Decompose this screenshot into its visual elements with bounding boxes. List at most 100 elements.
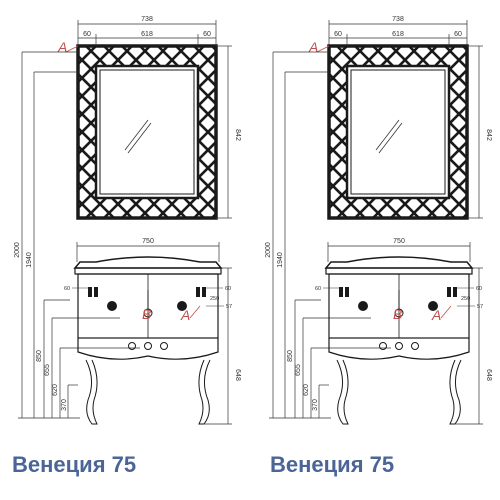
- lattice-bar: [103, 46, 216, 218]
- dim-height-2000: 2000: [265, 242, 272, 258]
- mirror-frame-inner: [94, 64, 200, 200]
- dim-mirror-side-right: 60: [203, 31, 211, 38]
- mirror-glass: [350, 69, 446, 195]
- dim-height-2000: 2000: [14, 242, 21, 258]
- lattice-bar: [372, 46, 467, 218]
- vanity-cabinet: 750: [315, 238, 483, 425]
- lattice-bar: [329, 46, 366, 218]
- mirror-glass: [99, 69, 195, 195]
- marker-a-cabinet: A: [431, 307, 441, 323]
- dim-height-648: 648: [485, 369, 492, 381]
- dim-mirror-height: 842: [485, 129, 492, 141]
- mirror-frame-outer: [327, 44, 469, 220]
- countertop-edge: [325, 267, 473, 275]
- lattice-bar: [338, 46, 500, 218]
- dim-height-370: 370: [61, 399, 68, 411]
- dim-height-850: 850: [287, 350, 294, 362]
- lattice-bar: [426, 46, 467, 218]
- pipe-fitting-right: [428, 287, 457, 311]
- right-height-dimension: 648: [455, 267, 492, 425]
- caption-right: Венеция 75: [270, 452, 395, 477]
- mirror-height-dimension: 842: [216, 45, 241, 219]
- mirror-reflection-line: [127, 122, 152, 154]
- lattice-bar: [354, 46, 467, 218]
- lattice-bar: [78, 46, 115, 218]
- pipe-fitting-left: [88, 287, 117, 311]
- mirror-top-dimensions: 738 60 618 60 A: [308, 16, 468, 55]
- lattice-bar: [356, 46, 500, 218]
- dim-height-655: 655: [295, 364, 302, 376]
- marker-b: B: [393, 306, 402, 322]
- countertop-edge: [74, 267, 222, 275]
- cabinet-leg-left: [85, 359, 98, 425]
- lattice-bar: [78, 46, 115, 218]
- lattice-bar: [103, 46, 216, 218]
- dim-fitting-right-mid: 250: [210, 296, 219, 302]
- dim-fitting-left-gap: 60: [64, 286, 70, 292]
- caption-left: Венеция 75: [12, 452, 137, 477]
- dim-height-850: 850: [36, 350, 43, 362]
- lattice-bar: [121, 46, 216, 218]
- lattice-bar: [336, 46, 467, 218]
- dim-mirror-overall-width: 738: [141, 16, 153, 23]
- lattice-bar: [175, 46, 216, 218]
- dim-mirror-inner-width: 618: [392, 31, 404, 38]
- lattice-bar: [374, 46, 500, 218]
- mirror-frame-outer: [76, 44, 218, 220]
- mirror-top-dimensions: 738 60 618 60 A: [57, 16, 217, 55]
- drawer-ornament: [128, 342, 168, 350]
- dim-height-620: 620: [303, 384, 310, 396]
- drawer-ornament: [379, 342, 419, 350]
- cabinet-apron: [328, 338, 470, 360]
- dim-mirror-side-left: 60: [334, 31, 342, 38]
- dim-cabinet-width: 750: [142, 238, 154, 245]
- pipe-fitting-left: [339, 287, 368, 311]
- mirror-height-dimension: 842: [467, 45, 492, 219]
- mirror-frame-inner: [345, 64, 451, 200]
- dim-height-648: 648: [234, 369, 241, 381]
- marker-a-cabinet: A: [180, 307, 190, 323]
- pipe-fitting-right: [177, 287, 206, 311]
- dim-height-620: 620: [52, 384, 59, 396]
- drain-outlet: [143, 290, 153, 318]
- dim-height-370: 370: [312, 399, 319, 411]
- mirror-reflection-line: [124, 119, 149, 151]
- left-height-dimensions: 2000 1940 850 655 620 370: [265, 51, 391, 419]
- dim-height-655: 655: [44, 364, 51, 376]
- cabinet-leg-left: [336, 359, 349, 425]
- lattice-bar: [78, 46, 169, 218]
- dim-fitting-right-mid: 250: [461, 296, 470, 302]
- lattice-bar: [338, 46, 500, 218]
- cabinet-leg-right: [198, 359, 211, 425]
- lattice-bar: [175, 46, 216, 218]
- vanity-cabinet: 750: [64, 238, 232, 425]
- cabinet-leg-right: [449, 359, 462, 425]
- lattice-bar: [354, 46, 467, 218]
- mirror-reflection-line: [378, 122, 403, 154]
- left-height-dimensions: 2000 1940 850 655 620 370: [14, 51, 140, 419]
- lattice-bar: [85, 46, 216, 218]
- right-height-dimension: 648: [204, 267, 241, 425]
- dim-fitting-right-low: 57: [477, 304, 483, 310]
- lattice-bar: [329, 46, 366, 218]
- dim-mirror-side-right: 60: [454, 31, 462, 38]
- marker-b: B: [142, 306, 151, 322]
- marker-a-top: A: [57, 39, 67, 55]
- cabinet-apron: [77, 338, 219, 360]
- dim-cabinet-width: 750: [393, 238, 405, 245]
- dim-mirror-overall-width: 738: [392, 16, 404, 23]
- dim-fitting-left-gap: 60: [315, 286, 321, 292]
- lattice-bar: [356, 46, 500, 218]
- mirror-reflection-line: [375, 119, 400, 151]
- drain-outlet: [394, 290, 404, 318]
- lattice-bar: [336, 46, 467, 218]
- marker-a-top: A: [308, 39, 318, 55]
- dim-height-1940: 1940: [26, 252, 33, 268]
- dim-mirror-height: 842: [234, 129, 241, 141]
- lattice-bar: [372, 46, 467, 218]
- lattice-bar: [85, 46, 216, 218]
- lattice-bar: [426, 46, 467, 218]
- dim-height-1940: 1940: [277, 252, 284, 268]
- dim-fitting-right-low: 57: [226, 304, 232, 310]
